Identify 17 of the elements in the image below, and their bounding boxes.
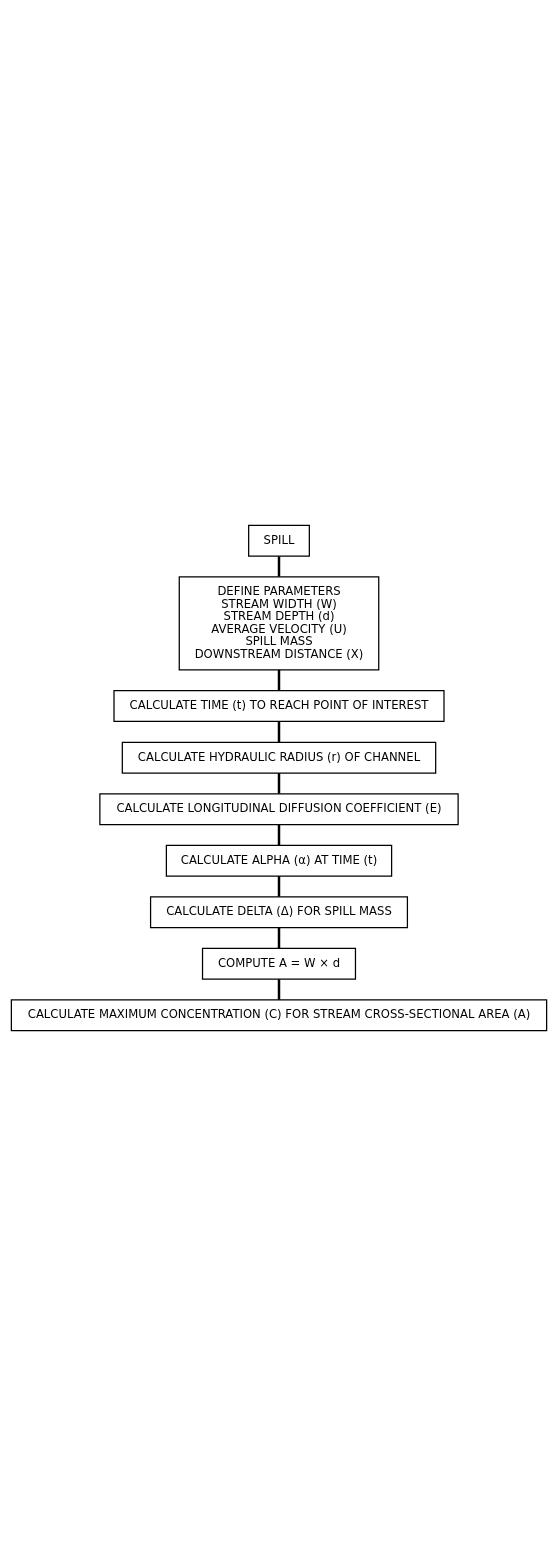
node-box: CALCULATE DELTA (Δ) FOR SPILL MASS (149, 896, 409, 929)
node-box: CALCULATE TIME (t) TO REACH POINT OF INTEREST (113, 690, 445, 723)
node-box: CALCULATE ALPHA (α) AT TIME (t) (165, 844, 393, 877)
node-box: CALCULATE MAXIMUM CONCENTRATION (C) FOR STREAM CROSS-SECTIONAL AREA (A) (10, 999, 548, 1032)
node-box: DEFINE PARAMETERS STREAM WIDTH (W) STREAM DEPTH (d) AVERAGE VELOCITY (U) SPILL MASS DOWNSTREAM DISTANCE (X) (178, 576, 380, 671)
node-box: SPILL (248, 524, 310, 557)
node-box: CALCULATE HYDRAULIC RADIUS (r) OF CHANNEL (121, 741, 437, 774)
connector (277, 556, 281, 577)
connector (277, 927, 281, 949)
connector (277, 721, 281, 743)
connector (277, 979, 281, 1000)
node-box: COMPUTE A = W × d (201, 947, 357, 980)
connector (277, 876, 281, 897)
connector (277, 773, 281, 794)
connector (277, 824, 281, 846)
connector (277, 669, 281, 691)
node-box: CALCULATE LONGITUDINAL DIFFUSION COEFFICIENT (E) (99, 793, 459, 826)
